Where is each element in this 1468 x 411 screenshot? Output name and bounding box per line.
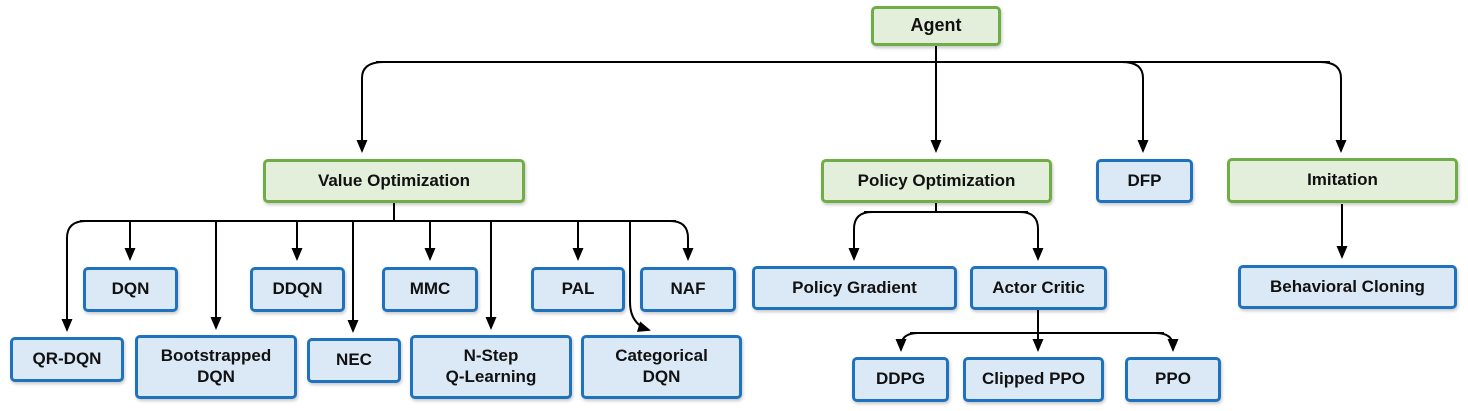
node-agent: Agent — [871, 6, 1001, 46]
node-clipped-ppo: Clipped PPO — [963, 357, 1104, 402]
node-dqn: DQN — [83, 267, 178, 312]
node-categorical-dqn: Categorical DQN — [581, 335, 742, 399]
node-n-step-q-learning: N-Step Q-Learning — [410, 335, 572, 399]
node-policy-optimization: Policy Optimization — [821, 159, 1052, 203]
node-pal: PAL — [531, 267, 625, 312]
node-mmc: MMC — [382, 267, 478, 312]
node-ddpg: DDPG — [852, 357, 949, 402]
node-actor-critic: Actor Critic — [970, 266, 1107, 310]
node-value-optimization: Value Optimization — [263, 159, 525, 203]
node-naf: NAF — [640, 267, 736, 312]
node-behavioral-cloning: Behavioral Cloning — [1238, 265, 1457, 309]
node-policy-gradient: Policy Gradient — [752, 266, 957, 310]
node-ddqn: DDQN — [250, 267, 345, 312]
node-qr-dqn: QR-DQN — [10, 337, 124, 382]
node-nec: NEC — [307, 338, 401, 383]
node-bootstrapped-dqn: Bootstrapped DQN — [135, 335, 297, 399]
node-ppo: PPO — [1125, 357, 1221, 402]
node-dfp: DFP — [1096, 159, 1193, 203]
node-imitation: Imitation — [1227, 158, 1458, 203]
